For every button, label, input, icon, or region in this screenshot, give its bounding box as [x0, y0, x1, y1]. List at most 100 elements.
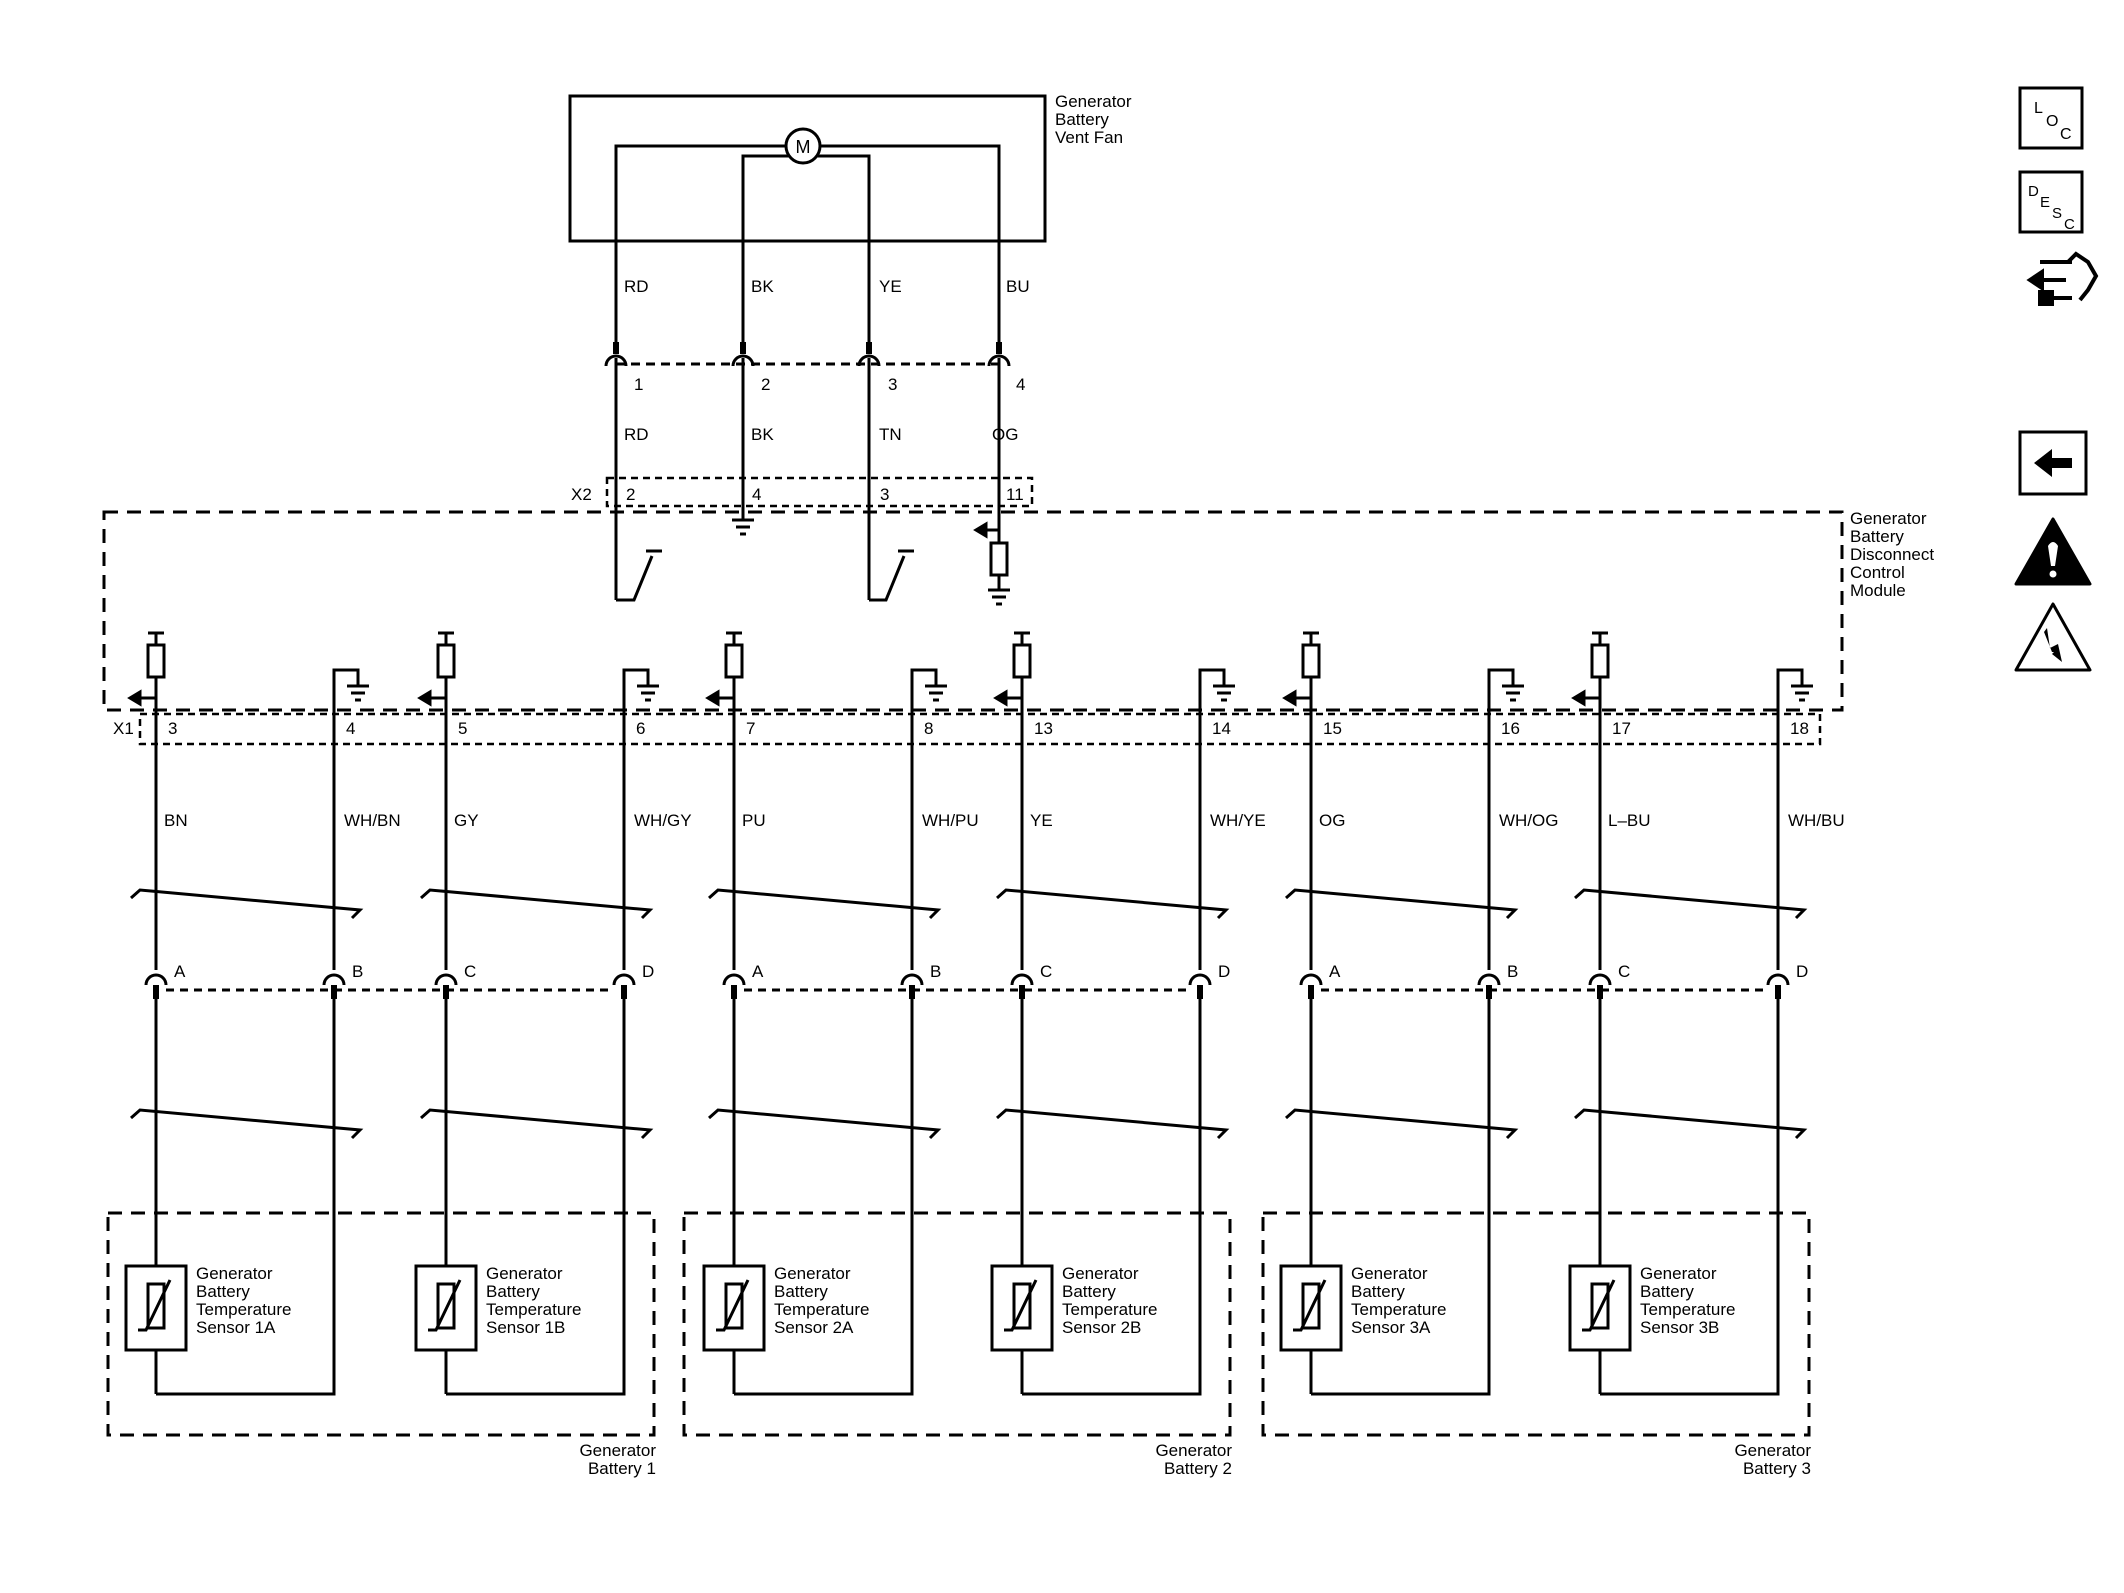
- module-label-5: Module: [1850, 581, 1906, 600]
- description-icon-letter: S: [2052, 205, 2062, 222]
- harness-break-mark: [420, 1108, 654, 1140]
- connector-terminal: [857, 342, 881, 378]
- battery-label: Battery 2: [1164, 1459, 1232, 1478]
- sensor-label: Temperature: [1351, 1300, 1446, 1319]
- connector-terminal: [987, 342, 1011, 378]
- sensor-label: Battery: [196, 1282, 250, 1301]
- harness-break-mark: [996, 1108, 1230, 1140]
- vent-fan-label-1: Generator: [1055, 92, 1132, 111]
- x1-pin: 6: [636, 719, 645, 738]
- fan-wire-label: YE: [879, 277, 902, 296]
- sensor-wire-label: OG: [1319, 811, 1345, 830]
- ground-icon: [332, 668, 369, 720]
- connector-terminal: [1766, 973, 1790, 999]
- x1-pin: 13: [1034, 719, 1053, 738]
- pullup-resistor: [1571, 631, 1610, 707]
- x1-pin: 16: [1501, 719, 1520, 738]
- harness-break-mark: [130, 1108, 364, 1140]
- x2-label: X2: [571, 485, 592, 504]
- x1-pin: 15: [1323, 719, 1342, 738]
- description-icon[interactable]: D E S C: [2018, 170, 2084, 234]
- pullup-resistor: [1282, 631, 1321, 707]
- ground-icon: [1198, 668, 1235, 720]
- sensor-label: Battery: [774, 1282, 828, 1301]
- sensor-wire-label: WH/BU: [1788, 811, 1845, 830]
- thermistor-icon: [716, 1279, 750, 1332]
- description-icon-letter: D: [2028, 183, 2039, 200]
- ground-icon: [1776, 668, 1813, 720]
- sensor-connector-pin: B: [352, 962, 363, 981]
- sensor-label: Sensor 1A: [196, 1318, 276, 1337]
- sensor-connector-pin: A: [174, 962, 186, 981]
- connector-terminal: [612, 973, 636, 999]
- thermistor-icon: [1004, 1279, 1038, 1332]
- sensor-label: Generator: [486, 1264, 563, 1283]
- sensor-wire-label: WH/GY: [634, 811, 692, 830]
- battery-label: Generator: [1734, 1441, 1811, 1460]
- harness-break-mark: [1285, 1108, 1519, 1140]
- x1-pin: 3: [168, 719, 177, 738]
- connector-terminal: [1477, 973, 1501, 999]
- ground-icon: [910, 668, 947, 720]
- harness-break-mark: [708, 1108, 942, 1140]
- fan-connector-pin: 3: [888, 375, 897, 394]
- location-icon-letter: O: [2046, 113, 2058, 130]
- sensor-label: Sensor 3B: [1640, 1318, 1719, 1337]
- fan-wire-label: BU: [1006, 277, 1030, 296]
- fan-connector-pin: 1: [634, 375, 643, 394]
- x1-pin: 8: [924, 719, 933, 738]
- fan-connector-pin: 4: [1016, 375, 1025, 394]
- sensor-label: Sensor 3A: [1351, 1318, 1431, 1337]
- sensor-label: Battery: [486, 1282, 540, 1301]
- harness-break-mark: [1574, 888, 1808, 920]
- sensor-wire-label: L–BU: [1608, 811, 1651, 830]
- sensor-wire-label: WH/PU: [922, 811, 979, 830]
- sensor-label: Generator: [1640, 1264, 1717, 1283]
- module-label-2: Battery: [1850, 527, 1904, 546]
- pullup-resistor: [705, 631, 744, 707]
- sensor-connector-pin: C: [1618, 962, 1630, 981]
- harness-wire-label: TN: [879, 425, 902, 444]
- sensor-wire-label: WH/YE: [1210, 811, 1266, 830]
- harness-wire-label: OG: [992, 425, 1018, 444]
- harness-break-mark: [708, 888, 942, 920]
- connector-repair-icon[interactable]: [2026, 251, 2099, 306]
- x1-pin: 4: [346, 719, 355, 738]
- x2-pin: 3: [880, 485, 889, 504]
- connector-terminal: [322, 973, 346, 999]
- sensor-label: Battery: [1640, 1282, 1694, 1301]
- x2-pin: 4: [752, 485, 761, 504]
- connector-terminal: [1299, 973, 1323, 999]
- sensor-label: Temperature: [196, 1300, 291, 1319]
- sensor-label: Generator: [1351, 1264, 1428, 1283]
- x1-pin: 5: [458, 719, 467, 738]
- harness-wire-label: RD: [624, 425, 649, 444]
- description-icon-letter: C: [2064, 216, 2075, 233]
- sensor-label: Sensor 2B: [1062, 1318, 1141, 1337]
- sensor-wire-label: YE: [1030, 811, 1053, 830]
- warning-icon[interactable]: [2014, 517, 2092, 586]
- sensor-connector-pin: A: [1329, 962, 1341, 981]
- thermistor-icon: [138, 1279, 172, 1332]
- battery-label: Generator: [1155, 1441, 1232, 1460]
- sensor-label: Generator: [1062, 1264, 1139, 1283]
- back-arrow-icon[interactable]: [2018, 430, 2088, 496]
- harness-wire-label: BK: [751, 425, 774, 444]
- fan-harness-wires: [614, 378, 1001, 600]
- thermistor-icon: [1293, 1279, 1327, 1332]
- location-icon[interactable]: L O C: [2018, 86, 2084, 150]
- electrostatic-discharge-icon[interactable]: [2014, 602, 2092, 672]
- sensor-label: Temperature: [486, 1300, 581, 1319]
- sensor-label: Generator: [196, 1264, 273, 1283]
- pullup-resistor: [417, 631, 456, 707]
- sensor-label: Temperature: [774, 1300, 869, 1319]
- sensor-connector-pin: C: [1040, 962, 1052, 981]
- fan-wire-label: BK: [751, 277, 774, 296]
- location-icon-letter: L: [2034, 100, 2043, 117]
- sensor-connector-pin: D: [642, 962, 654, 981]
